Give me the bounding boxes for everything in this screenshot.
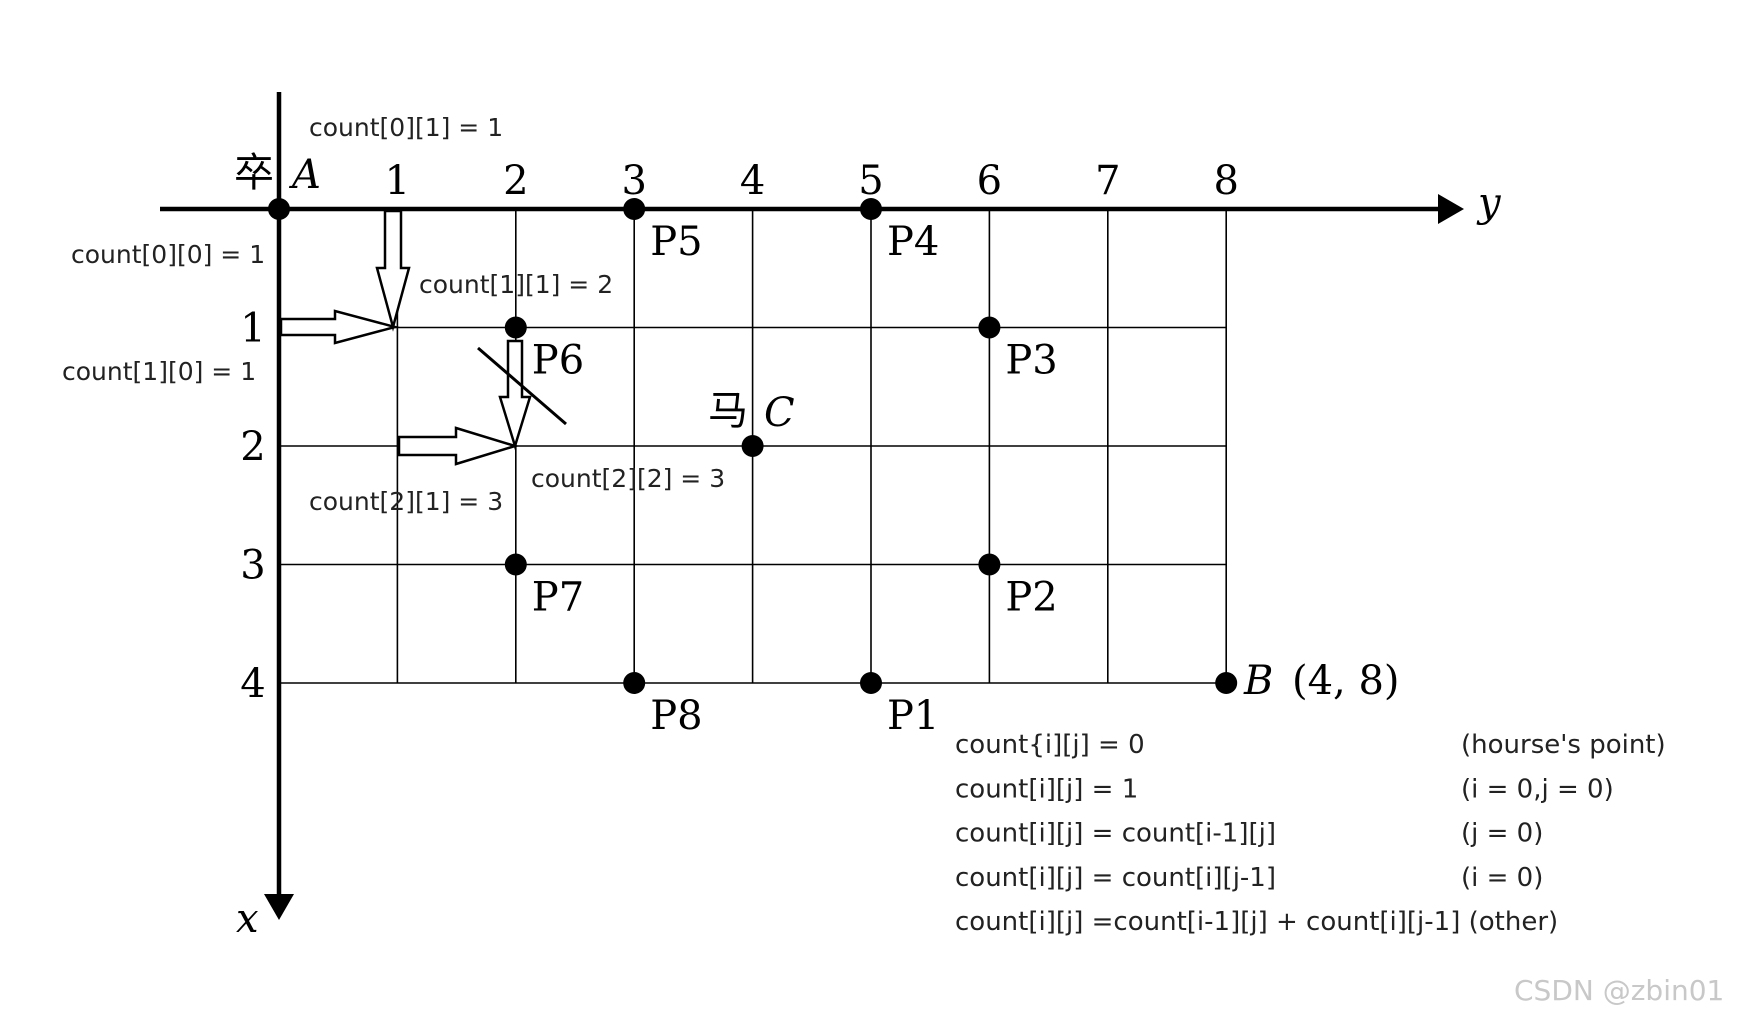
point-p2: P2 [978, 553, 1058, 621]
grid [279, 209, 1227, 684]
right-arrow-icon [279, 309, 400, 345]
end-dot [1215, 672, 1238, 694]
point-label: P5 [650, 219, 702, 265]
origin-label: A [288, 152, 321, 198]
point-label: P6 [532, 338, 584, 384]
formula-expr: count[i][j] = 1 [955, 774, 1138, 804]
horse-point: 马 C [708, 388, 795, 457]
formula-condition: (i = 0,j = 0) [1461, 774, 1614, 804]
x-tick-label: 3 [240, 543, 265, 589]
point-dot [860, 198, 882, 220]
down-arrow-icon [375, 209, 411, 332]
horse-glyph: 马 [708, 388, 748, 434]
y-axis-arrow-icon [1438, 194, 1464, 224]
x-axis-label: x [236, 896, 259, 942]
point-p7: P7 [504, 553, 584, 621]
point-p8: P8 [623, 672, 703, 739]
count-annotations: count[0][1] = 1 count[0][0] = 1 count[1]… [62, 113, 725, 516]
point-dot [623, 198, 646, 220]
annotation-count-0-1: count[0][1] = 1 [309, 113, 503, 142]
point-label: P8 [650, 693, 702, 739]
formula-condition: (i = 0) [1461, 863, 1543, 893]
formula-expr: count{i][j] = 0 [955, 730, 1145, 760]
annotation-count-2-1: count[2][1] = 3 [309, 487, 503, 516]
annotation-count-0-0: count[0][0] = 1 [71, 240, 265, 269]
end-label: B [1243, 658, 1273, 704]
y-tick-label: 8 [1213, 158, 1238, 204]
point-label: P7 [532, 575, 584, 621]
point-p4: P4 [860, 198, 939, 265]
horse-dot [741, 435, 764, 457]
origin: 卒 A [234, 150, 321, 220]
y-tick-label: 5 [858, 158, 883, 204]
origin-dot [268, 198, 290, 220]
point-dot [623, 672, 646, 694]
down-arrow-icon-2 [498, 339, 532, 451]
blocked-strike-line [477, 346, 567, 426]
watermark: CSDN @zbin01 [1514, 974, 1724, 1007]
point-p6: P6 [504, 316, 584, 384]
point-label: P4 [887, 219, 939, 265]
x-tick-label: 1 [240, 306, 265, 352]
y-tick-label: 7 [1095, 158, 1120, 204]
y-axis-label: y [1476, 180, 1502, 226]
y-tick-labels: 1 2 3 4 5 6 7 8 [385, 158, 1239, 204]
point-dot [504, 316, 527, 339]
point-dot [978, 316, 1001, 339]
point-dot [978, 553, 1001, 576]
point-dot [860, 672, 882, 694]
end-point: B (4, 8) [1215, 658, 1400, 704]
x-tick-labels: 1 2 3 4 [240, 306, 265, 708]
point-dot [504, 553, 527, 576]
formula-expr: count[i][j] =count[i-1][j] + count[i][j-… [955, 907, 1558, 937]
point-p1: P1 [860, 672, 939, 739]
y-tick-label: 1 [385, 158, 410, 204]
point-p3: P3 [978, 316, 1058, 384]
formula-condition: (hourse's point) [1461, 730, 1666, 760]
formula-condition: (j = 0) [1461, 819, 1543, 849]
point-p5: P5 [623, 198, 703, 265]
x-axis-arrow-icon [264, 894, 294, 920]
annotation-count-1-1: count[1][1] = 2 [419, 270, 613, 299]
point-label: P1 [887, 693, 939, 739]
y-tick-label: 4 [740, 158, 765, 204]
y-tick-label: 3 [621, 158, 646, 204]
y-tick-label: 6 [977, 158, 1002, 204]
annotation-count-1-0: count[1][0] = 1 [62, 357, 256, 386]
horse-label: C [764, 390, 795, 436]
x-tick-label: 2 [240, 424, 265, 470]
x-tick-label: 4 [240, 661, 265, 707]
pawn-glyph: 卒 [234, 150, 274, 196]
point-label: P3 [1005, 338, 1057, 384]
annotation-count-2-2: count[2][2] = 3 [531, 464, 725, 493]
step-arrows [279, 209, 532, 466]
end-coord: (4, 8) [1292, 658, 1400, 704]
axes: y x [160, 92, 1502, 942]
point-label: P2 [1005, 575, 1057, 621]
recurrence-formulas: count{i][j] = 0 (hourse's point) count[i][… [955, 730, 1666, 937]
formula-expr: count[i][j] = count[i][j-1] [955, 863, 1276, 893]
right-arrow-icon-2 [397, 426, 520, 466]
formula-expr: count[i][j] = count[i-1][j] [955, 819, 1276, 849]
y-tick-label: 2 [503, 158, 528, 204]
